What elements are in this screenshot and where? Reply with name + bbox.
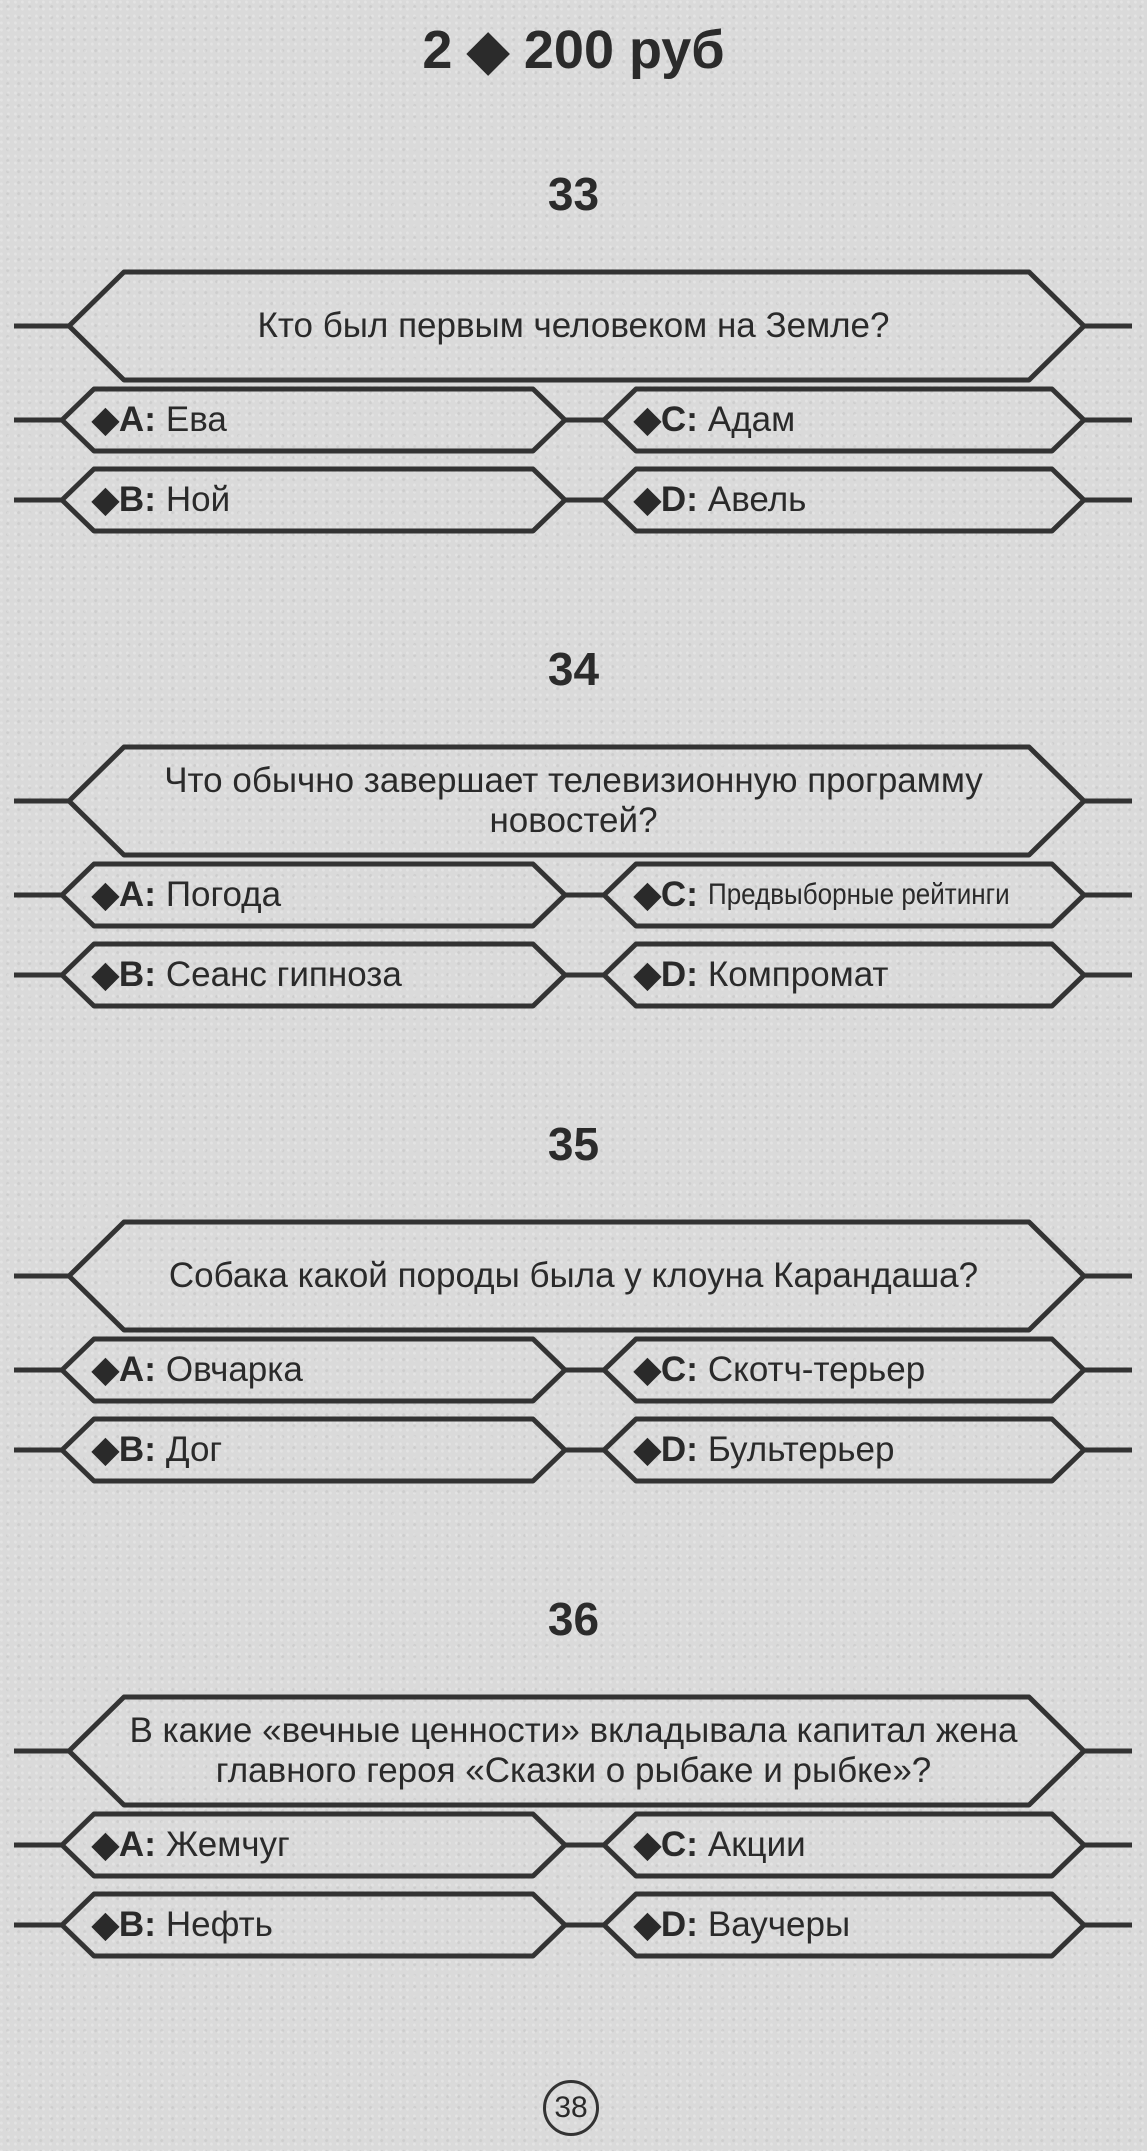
answer-letter: ◆D: (634, 1430, 698, 1469)
page-title: 2 ◆ 200 руб (422, 20, 725, 80)
answer-option[interactable]: ◆C:Адам (634, 389, 1064, 451)
answer-option[interactable]: ◆D:Бультерьер (634, 1419, 1064, 1481)
answer-option[interactable]: ◆B:Ной (92, 469, 542, 531)
answer-letter: ◆B: (92, 1430, 156, 1469)
answer-letter: ◆C: (634, 1825, 698, 1864)
answer-option[interactable]: ◆C:Скотч-терьер (634, 1339, 1064, 1401)
question-text: Что обычно завершает телевизионную прогр… (164, 761, 983, 840)
question-number: 34 (547, 643, 600, 695)
answer-text: Ева (165, 400, 227, 439)
question-block: 36 В какие «вечные ценности» вкладывала к… (0, 1591, 1147, 1971)
answer-option[interactable]: ◆A:Овчарка (92, 1339, 542, 1401)
answer-option[interactable]: ◆D:Ваучеры (634, 1894, 1064, 1956)
answer-option[interactable]: ◆B:Нефть (92, 1894, 542, 1956)
answer-letter: ◆A: (92, 400, 156, 439)
answer-text: Скотч-терьер (707, 1350, 926, 1389)
answer-option[interactable]: ◆C:Акции (634, 1814, 1064, 1876)
answer-text: Овчарка (165, 1350, 303, 1389)
answer-letter: ◆C: (634, 875, 698, 914)
answer-text: Адам (707, 400, 796, 439)
answer-option[interactable]: ◆A:Ева (92, 389, 542, 451)
answer-letter: ◆D: (634, 1905, 698, 1944)
answer-text: Нефть (165, 1905, 273, 1944)
answer-option[interactable]: ◆A:Жемчуг (92, 1814, 542, 1876)
answer-text: Сеанс гипноза (165, 955, 402, 994)
answer-text: Предвыборные рейтинги (707, 878, 1010, 911)
answer-text: Ной (165, 480, 231, 519)
answer-letter: ◆D: (634, 955, 698, 994)
answer-option[interactable]: ◆B:Сеанс гипноза (92, 944, 542, 1006)
answer-text: Бультерьер (707, 1430, 895, 1469)
answer-letter: ◆D: (634, 480, 698, 519)
answer-text: Ваучеры (707, 1905, 851, 1944)
answer-option[interactable]: ◆D:Компромат (634, 944, 1064, 1006)
answer-letter: ◆B: (92, 1905, 156, 1944)
answer-text: Акции (707, 1825, 806, 1864)
answer-text: Компромат (707, 955, 889, 994)
question-frame (14, 269, 1132, 534)
answer-text: Дог (165, 1430, 223, 1469)
question-frame (14, 1694, 1132, 1959)
question-frame (14, 744, 1132, 1009)
answer-option[interactable]: ◆D:Авель (634, 469, 1064, 531)
answer-option[interactable]: ◆C: Предвыборные рейтинги (634, 864, 1064, 926)
question-number: 33 (547, 168, 600, 220)
answer-letter: ◆A: (92, 1350, 156, 1389)
answer-option[interactable]: ◆B:Дог (92, 1419, 542, 1481)
answer-letter: ◆C: (634, 400, 698, 439)
question-text: Кто был первым человеком на Земле? (257, 306, 890, 345)
question-number: 35 (547, 1118, 600, 1170)
answer-option[interactable]: ◆A:Погода (92, 864, 542, 926)
answer-letter: ◆A: (92, 1825, 156, 1864)
answer-letter: ◆B: (92, 480, 156, 519)
question-number: 36 (547, 1593, 600, 1645)
question-text: Собака какой породы была у клоуна Каранд… (168, 1256, 979, 1295)
question-frame (14, 1219, 1132, 1484)
answer-letter: ◆C: (634, 1350, 698, 1389)
answer-text: Жемчуг (165, 1825, 290, 1864)
answer-text: Авель (707, 480, 807, 519)
page-number: 38 (543, 2080, 599, 2136)
answer-letter: ◆A: (92, 875, 156, 914)
question-text: В какие «вечные ценности» вкладывала кап… (129, 1711, 1018, 1790)
answer-text: Погода (165, 875, 282, 914)
answer-letter: ◆B: (92, 955, 156, 994)
